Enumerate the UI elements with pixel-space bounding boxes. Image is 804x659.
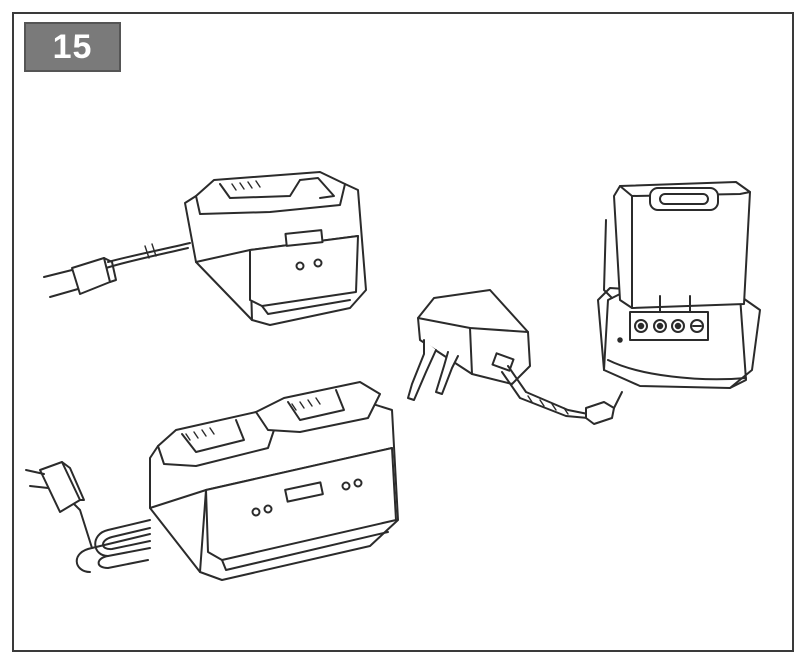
figure-number-badge: 15	[24, 22, 121, 72]
power-plug-icon	[43, 257, 117, 298]
wall-adapter-icon	[407, 289, 623, 425]
power-plug-icon	[25, 461, 85, 513]
dual-charger-icon	[25, 381, 399, 581]
figure-number: 15	[52, 28, 93, 66]
single-charger-icon	[43, 171, 367, 326]
drop-in-charger-with-battery-icon	[597, 181, 761, 389]
